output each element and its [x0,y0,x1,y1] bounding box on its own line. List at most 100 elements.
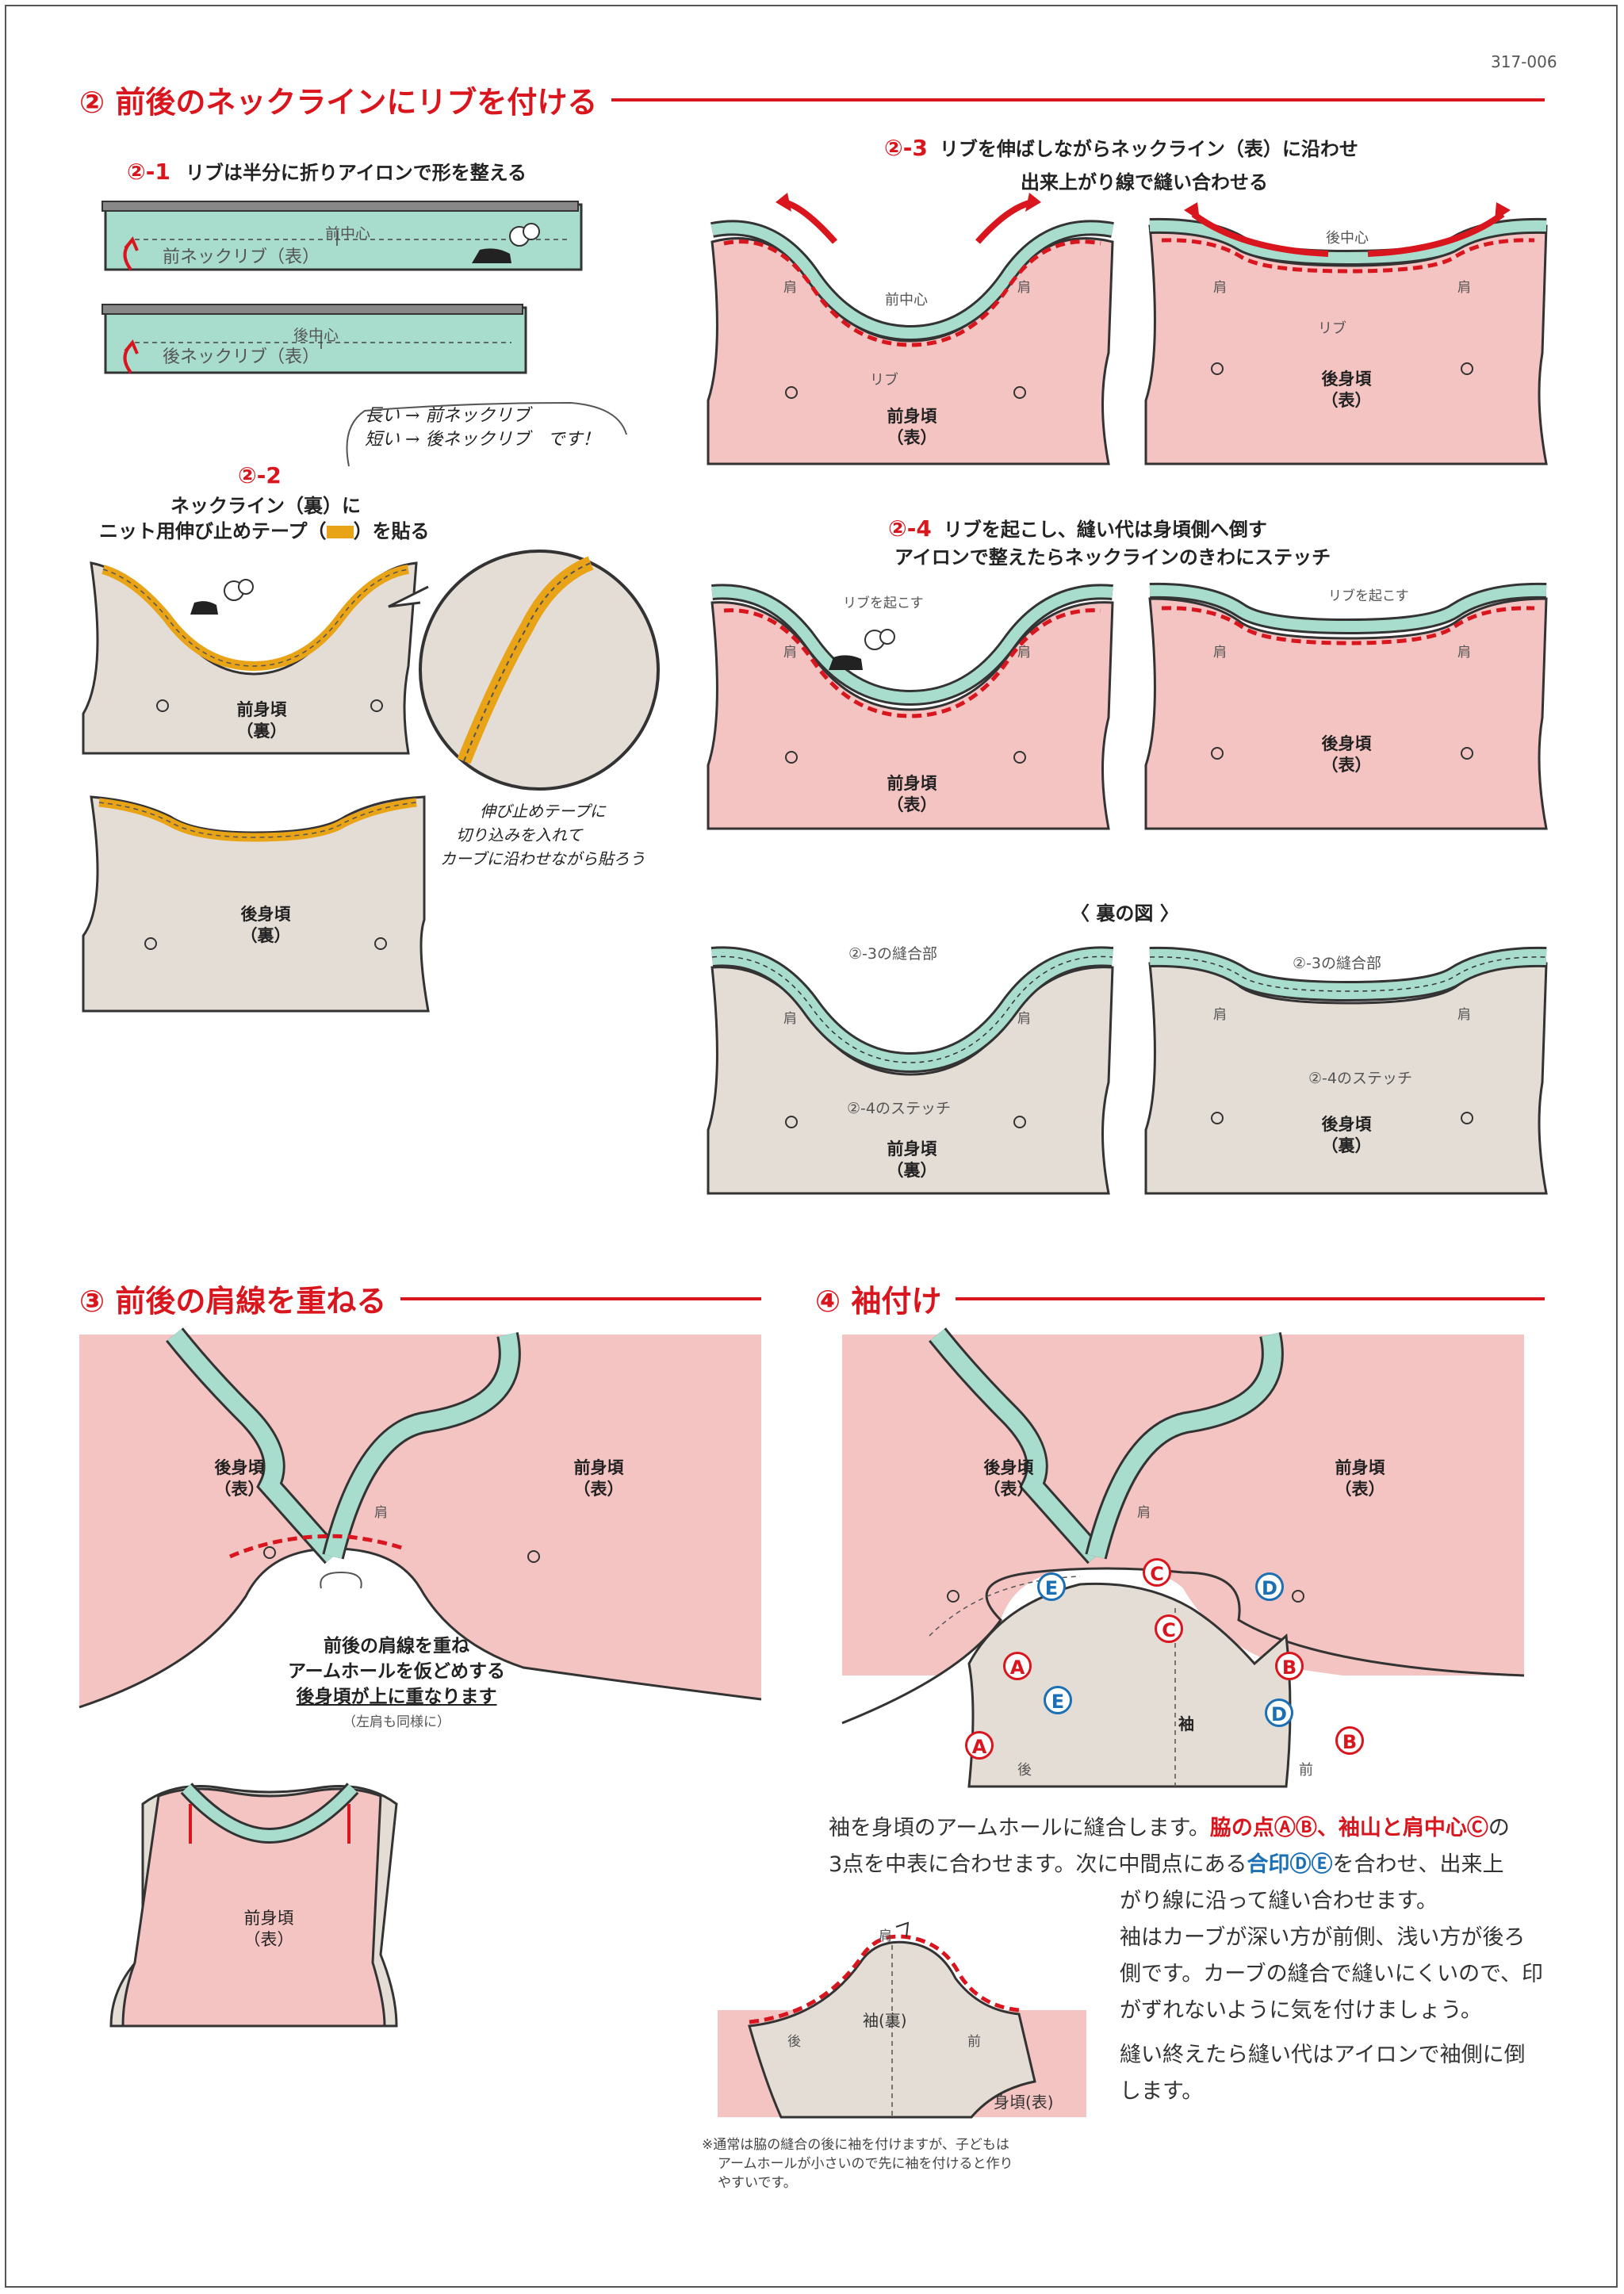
back-bodice-right-s4: 後身頃（表） [983,1458,1034,1499]
sleeve-label: 袖 [1178,1714,1194,1733]
seam-2-3-label-back: ②-3の縫合部 [1293,955,1381,972]
handnote-bracket [346,401,627,467]
rib-label-2-3-front: リブ [870,372,898,389]
step-2-4-heading: ②-4 リブを起こし、縫い代は身頃側へ倒す [888,515,1267,542]
page-code: 317-006 [1491,52,1557,71]
stitch-2-4-label-back: ②-4のステッチ [1308,1070,1412,1087]
front-rib-stitch-diagram [707,584,1114,830]
section-4-title-text: ④ 袖付け [815,1284,942,1319]
rib-label-2-3-back: リブ [1318,320,1346,337]
sleeve-sewn-small-diagram [718,1921,1086,2119]
step-2-2-line-2: ニット用伸び止めテープ（）を貼る [99,520,430,542]
front-reverse-diagram [707,946,1114,1195]
step-2-1-number: ②-1 [127,159,170,185]
small-shoulder-label: 肩 [879,1928,892,1944]
shoulder-2-4-a: 肩 [783,645,797,661]
shoulder-s4: 肩 [1137,1505,1151,1521]
back-bodice-right-s3: 後身頃（表） [214,1458,265,1499]
page-frame [5,5,1618,2288]
back-rib-label: 後ネックリブ（表） [163,347,320,367]
mark-a-sleeve: A [965,1731,994,1760]
step-2-1-text: リブは半分に折りアイロンで形を整える [185,162,527,184]
raise-rib-label-front: リブを起こす [843,596,924,611]
small-body-right-label: 身頃(表) [994,2093,1054,2112]
mark-c-body: C [1143,1558,1171,1587]
shoulder-rev-d: 肩 [1457,1007,1471,1023]
mark-b-sleeve: B [1335,1726,1364,1755]
front-bodice-tape-diagram [82,561,418,755]
handwritten-note-tape: 伸び止めテープに 切り込みを入れて カーブに沿わせながら貼ろう [440,802,645,868]
front-center-label: 前中心 [325,225,371,243]
shoulder-overlap-diagram [79,1327,762,1739]
section-4-rule [956,1296,1545,1300]
step-2-3-line-2: 出来上がり線で縫い合わせる [1021,171,1268,193]
section-3-title: ③ 前後の肩線を重ねる [79,1277,761,1320]
section-3-title-text: ③ 前後の肩線を重ねる [79,1284,387,1319]
tape-zoom-callout [388,550,660,791]
footnote: ※通常は脇の縫合の後に袖を付けますが、子どもは アームホールが小さいので先に袖を… [702,2137,1013,2191]
section-2-title-text: ② 前後のネックラインにリブを付ける [79,85,598,120]
mark-e-sleeve: E [1044,1686,1072,1714]
shoulder-rev-c: 肩 [1213,1007,1227,1023]
sleeve-back-label: 後 [1017,1762,1032,1779]
shoulder-2-3-d: 肩 [1457,280,1471,296]
small-back-label: 後 [787,2034,801,2050]
shoulder-2-4-b: 肩 [1017,645,1031,661]
tape-swatch [326,526,354,538]
back-bodice-tape-diagram [82,795,430,1013]
front-center-2-3: 前中心 [885,292,928,308]
folded-ribs-illustration [102,201,583,374]
mark-d-body: D [1255,1572,1284,1601]
back-bodice-right-2-3: 後身頃（表） [1321,370,1372,410]
shoulder-rev-a: 肩 [783,1011,797,1027]
section-4-instructions-wide: 袖を身頃のアームホールに縫合します。脇の点ⒶⒷ、袖山と肩中心Ⓒの 3点を中表に合… [829,1816,1510,1877]
step-2-2-number: ②-2 [238,462,282,488]
front-bodice-right-2-3: 前身頃（表） [887,407,937,447]
small-front-label: 前 [967,2034,981,2050]
section-2-rule [611,98,1545,101]
section-4-title: ④ 袖付け [815,1277,1545,1320]
raise-rib-label-back: リブを起こす [1328,588,1409,604]
shoulder-s3: 肩 [374,1505,388,1521]
front-rib-sewing-diagram [707,193,1114,465]
small-assembled-body-diagram [109,1783,398,2028]
sleeve-front-label: 前 [1299,1762,1313,1779]
seam-2-3-label-front: ②-3の縫合部 [848,945,937,963]
mark-c-sleeve: C [1155,1614,1183,1643]
section-4-instructions-narrow: がり線に沿って縫い合わせます。 袖はカーブが深い方が前側、浅い方が後ろ 側です。… [1120,1889,1544,2104]
reverse-view-title: 〈 裏の図 〉 [1071,902,1179,925]
front-bodice-right-2-4: 前身頃（表） [887,774,937,814]
small-front-bodice-label: 前身頃（表） [243,1909,294,1949]
shoulder-rev-b: 肩 [1017,1011,1031,1027]
shoulder-2-4-d: 肩 [1457,645,1471,661]
back-bodice-wrong-rev: 後身頃（裏） [1321,1115,1372,1155]
front-bodice-right-s4: 前身頃（表） [1335,1458,1385,1499]
section-3-rule [400,1296,761,1300]
section-2-title: ② 前後のネックラインにリブを付ける [79,78,1545,121]
mark-a-body: A [1003,1652,1032,1680]
front-bodice-wrong-rev: 前身頃（裏） [887,1139,937,1180]
handnote-line-2: 短い → 後ネックリブ です！ [365,430,600,450]
back-center-label: 後中心 [293,327,339,344]
mark-b-body: B [1275,1652,1304,1680]
shoulder-2-3-a: 肩 [783,280,797,296]
back-rib-stitch-diagram [1144,582,1548,830]
step-2-3-heading: ②-3 リブを伸ばしながらネックライン（表）に沿わせ [884,135,1358,161]
front-bodice-wrong-2-2: 前身頃（裏） [236,700,287,741]
sleeve-attachment-diagram [841,1327,1525,1788]
back-bodice-right-2-4: 後身頃（表） [1321,734,1372,775]
step-2-1-heading: ②-1 リブは半分に折りアイロンで形を整える [127,157,527,185]
shoulder-2-3-c: 肩 [1213,280,1227,296]
stitch-2-4-label-front: ②-4のステッチ [847,1100,951,1117]
back-reverse-diagram [1144,946,1548,1195]
mark-e-body: E [1037,1572,1066,1601]
shoulder-2-3-b: 肩 [1017,280,1031,296]
step-2-2-line-1: ネックライン（裏）に [170,495,361,517]
front-rib-label: 前ネックリブ（表） [163,247,320,267]
shoulder-2-4-c: 肩 [1213,645,1227,661]
section-3-caption: 前後の肩線を重ね アームホールを仮どめする 後身頃が上に重なります （左肩も同様… [288,1636,505,1730]
step-2-4-line-2: アイロンで整えたらネックラインのきわにステッチ [894,546,1331,569]
front-bodice-right-s3: 前身頃（表） [573,1458,624,1499]
back-center-2-3: 後中心 [1326,230,1369,247]
mark-d-sleeve: D [1265,1698,1293,1727]
